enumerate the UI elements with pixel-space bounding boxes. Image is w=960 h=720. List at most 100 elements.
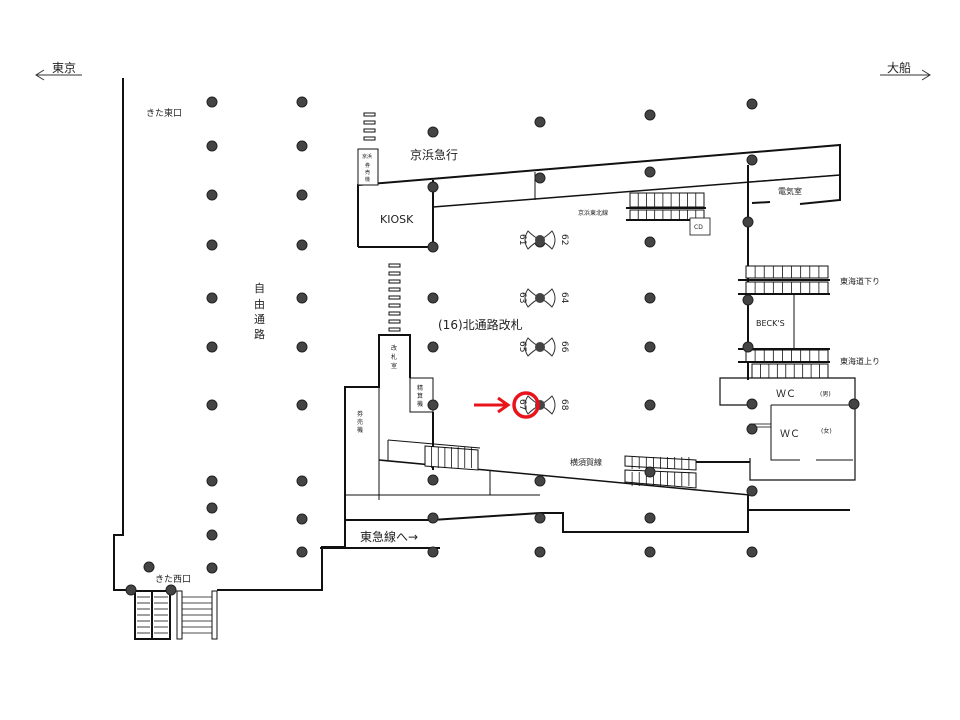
gate-bar <box>388 287 401 292</box>
gate-flap-right <box>538 230 556 250</box>
pillar <box>296 513 308 525</box>
pillar <box>206 529 218 541</box>
pillar <box>534 512 546 524</box>
electric-room-label: 電気室 <box>778 186 802 196</box>
pillar <box>534 546 546 558</box>
direction-tokyo: 東京 <box>35 61 82 81</box>
keihin-tohoku-label: 京浜東北線 <box>578 209 608 217</box>
pillar <box>206 562 218 574</box>
gate-number-left: 67 <box>517 399 527 410</box>
pillar <box>644 512 656 524</box>
wc-area <box>719 377 856 481</box>
gate-bars <box>388 263 401 332</box>
svg-text:自: 自 <box>254 282 265 295</box>
pillar <box>746 546 758 558</box>
tokyu-line-label: 東急線へ→ <box>360 529 418 544</box>
pillar <box>644 109 656 121</box>
pillar <box>534 116 546 128</box>
gate-number-left: 63 <box>517 292 527 303</box>
svg-text:算: 算 <box>417 392 423 400</box>
gate-number-right: 68 <box>559 399 569 411</box>
pillar <box>534 172 546 184</box>
svg-text:札: 札 <box>391 353 397 361</box>
pillar <box>427 341 439 353</box>
yokosuka-label: 横須賀線 <box>570 457 602 467</box>
tokaido-down-label: 東海道下り <box>840 276 880 286</box>
svg-text:券: 券 <box>365 162 370 169</box>
pillar <box>742 216 754 228</box>
pillar <box>296 475 308 487</box>
gate-number-right: 66 <box>559 341 569 353</box>
pillar <box>848 398 860 410</box>
cd-label: CD <box>694 224 703 231</box>
gate-name-label: (16)北通路改札 <box>438 317 523 332</box>
pillar <box>125 584 137 596</box>
highlight-circle <box>512 391 540 419</box>
gate-bar <box>388 263 401 268</box>
gate-bar <box>388 295 401 300</box>
direction-ofuna: 大船 <box>880 61 931 81</box>
pillar <box>746 423 758 435</box>
pillar <box>534 475 546 487</box>
gate-office <box>345 334 434 500</box>
pillar <box>427 399 439 411</box>
direction-left-label: 東京 <box>52 61 76 75</box>
wc-women-label: ＷＣ <box>780 429 800 440</box>
svg-text:機: 機 <box>365 176 370 183</box>
pillar <box>206 96 218 108</box>
pillar <box>742 341 754 353</box>
pillar <box>742 294 754 306</box>
cd-box <box>689 217 711 236</box>
gate-flap-left <box>524 230 542 250</box>
pillar <box>644 236 656 248</box>
svg-text:通: 通 <box>254 313 265 326</box>
gate-bar <box>388 271 401 276</box>
highlight-marker <box>474 391 540 419</box>
svg-text:機: 機 <box>417 400 423 408</box>
gate-flap-left <box>524 395 542 415</box>
pillar <box>427 474 439 486</box>
keihin-ticket-machine-label: 京浜 <box>362 153 372 160</box>
ticket-gate[interactable]: 67 68 <box>517 395 569 415</box>
pillar <box>644 166 656 178</box>
gate-pillar <box>535 293 545 303</box>
pillar <box>206 239 218 251</box>
svg-text:室: 室 <box>391 362 397 370</box>
gate-bar <box>388 327 401 332</box>
pillar <box>644 399 656 411</box>
keihin-ticket-machine <box>357 148 379 186</box>
pillar <box>296 96 308 108</box>
gate-bar <box>388 303 401 308</box>
kiosk-label: KIOSK <box>380 213 414 226</box>
pillar <box>296 140 308 152</box>
pillar <box>296 341 308 353</box>
gate-pillar <box>535 235 545 245</box>
direction-right-label: 大船 <box>887 61 911 75</box>
pillar <box>427 241 439 253</box>
pillar <box>427 546 439 558</box>
keihin-gate-bars <box>363 112 376 141</box>
highlight-arrow-head <box>497 396 511 414</box>
svg-text:売: 売 <box>365 169 370 176</box>
tokaido-up-stairs <box>738 348 830 379</box>
gate-bar <box>388 311 401 316</box>
pillar <box>206 399 218 411</box>
gate-bar <box>388 319 401 324</box>
gate-flap-left <box>524 288 542 308</box>
pillar <box>746 398 758 410</box>
ticket-machine-label: 券 <box>357 410 363 418</box>
gate-number-right: 62 <box>559 234 569 245</box>
gate-flap-right <box>538 337 556 357</box>
pillar <box>427 181 439 193</box>
free-passage-label: 自 由 通 路 <box>254 282 265 341</box>
svg-text:売: 売 <box>357 418 363 426</box>
pillar <box>296 292 308 304</box>
pillar <box>296 239 308 251</box>
pillar <box>296 189 308 201</box>
svg-text:由: 由 <box>254 297 265 311</box>
keihin-kyuko-label: 京浜急行 <box>410 147 458 162</box>
